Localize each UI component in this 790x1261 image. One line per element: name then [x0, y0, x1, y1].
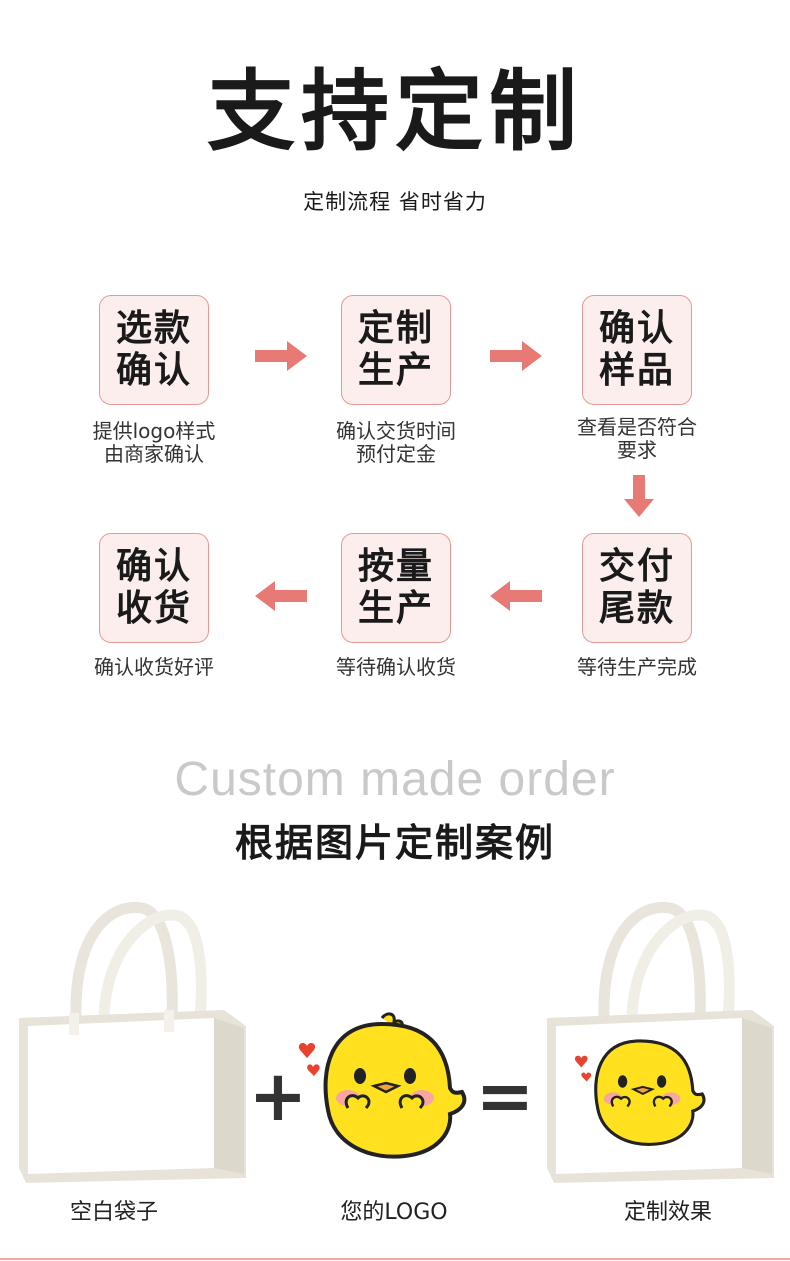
- step-label: 交付: [598, 546, 675, 587]
- page-subtitle: 定制流程 省时省力: [303, 190, 487, 214]
- arrow-right-icon: [490, 341, 542, 371]
- arrow-right-icon: [255, 341, 307, 371]
- step-desc-select: 提供logo样式 由商家确认: [69, 420, 239, 466]
- step-box-select: 选款确认: [99, 295, 209, 405]
- arrow-left-icon: [490, 581, 542, 611]
- page-title: 支持定制: [206, 60, 583, 163]
- arrow-left-icon: [255, 581, 307, 611]
- caption-blank-bag: 空白袋子: [69, 1200, 158, 1225]
- step-label: 确认: [115, 546, 192, 587]
- tote-bag-icon: [14, 898, 254, 1192]
- arrow-down-icon: [624, 475, 654, 517]
- step-desc-line: 确认收货好评: [94, 655, 214, 679]
- step-box-sample: 确认样品: [582, 295, 692, 405]
- step-label: 尾款: [598, 588, 675, 629]
- step-label: 收货: [115, 588, 192, 629]
- chinese-title: 根据图片定制案例: [234, 821, 555, 865]
- step-label: 定制: [357, 308, 434, 349]
- step-box-balance: 交付尾款: [582, 533, 692, 643]
- bottom-divider: [0, 1258, 790, 1260]
- equals-symbol: =: [475, 1055, 535, 1137]
- step-desc-mass-produce: 等待确认收货: [311, 656, 481, 679]
- plus-symbol: +: [248, 1055, 308, 1137]
- english-title: Custom made order: [174, 753, 616, 806]
- step-desc-line: 预付定金: [356, 442, 436, 466]
- caption-custom-result: 定制效果: [623, 1200, 712, 1225]
- step-label: 确认: [115, 350, 192, 391]
- step-label: 确认: [598, 308, 675, 349]
- step-desc-sample: 查看是否符合 要求: [552, 416, 722, 462]
- step-desc-line: 确认交货时间: [336, 419, 456, 443]
- step-box-receive: 确认收货: [99, 533, 209, 643]
- step-box-produce: 定制生产: [341, 295, 451, 405]
- step-desc-line: 由商家确认: [104, 442, 204, 466]
- step-desc-produce: 确认交货时间 预付定金: [311, 420, 481, 466]
- tote-bag-icon: [542, 898, 782, 1192]
- step-desc-line: 查看是否符合: [577, 415, 697, 439]
- step-desc-line: 等待生产完成: [577, 655, 697, 679]
- step-desc-balance: 等待生产完成: [552, 656, 722, 679]
- step-desc-line: 要求: [617, 438, 657, 462]
- step-label: 选款: [115, 308, 192, 349]
- step-label: 样品: [598, 350, 675, 391]
- step-desc-line: 等待确认收货: [336, 655, 456, 679]
- step-label: 按量: [357, 546, 434, 587]
- step-label: 生产: [357, 588, 434, 629]
- chick-logo-icon: [290, 1010, 470, 1174]
- step-label: 生产: [357, 350, 434, 391]
- caption-your-logo: 您的LOGO: [340, 1200, 448, 1225]
- step-box-mass-produce: 按量生产: [341, 533, 451, 643]
- step-desc-line: 提供logo样式: [92, 419, 216, 443]
- step-desc-receive: 确认收货好评: [69, 656, 239, 679]
